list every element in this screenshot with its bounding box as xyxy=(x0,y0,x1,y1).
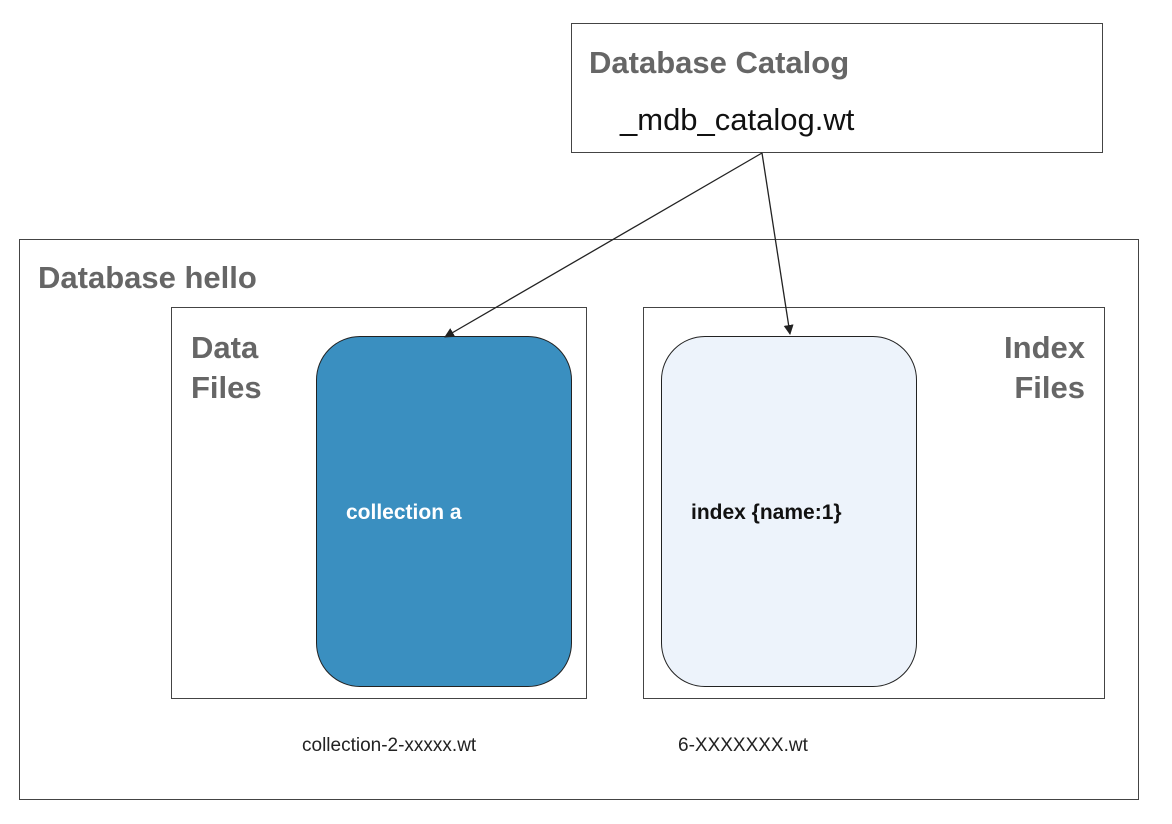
index-file-shape xyxy=(661,336,917,687)
index-files-title-line1: Index xyxy=(1004,330,1085,365)
index-files-title: Index Files xyxy=(955,328,1085,408)
index-file-name: 6-XXXXXXX.wt xyxy=(678,735,808,756)
data-files-title: Data Files xyxy=(191,328,262,408)
catalog-file-name: _mdb_catalog.wt xyxy=(620,102,855,137)
data-files-title-line1: Data xyxy=(191,330,259,365)
index-label: index {name:1} xyxy=(691,501,842,524)
database-catalog-box xyxy=(571,23,1103,153)
database-title: Database hello xyxy=(38,260,257,295)
index-files-title-line2: Files xyxy=(1014,370,1085,405)
collection-file-shape xyxy=(316,336,572,687)
data-files-title-line2: Files xyxy=(191,370,262,405)
collection-label: collection a xyxy=(346,501,462,524)
catalog-title: Database Catalog xyxy=(589,45,850,80)
collection-file-name: collection-2-xxxxx.wt xyxy=(302,735,477,756)
